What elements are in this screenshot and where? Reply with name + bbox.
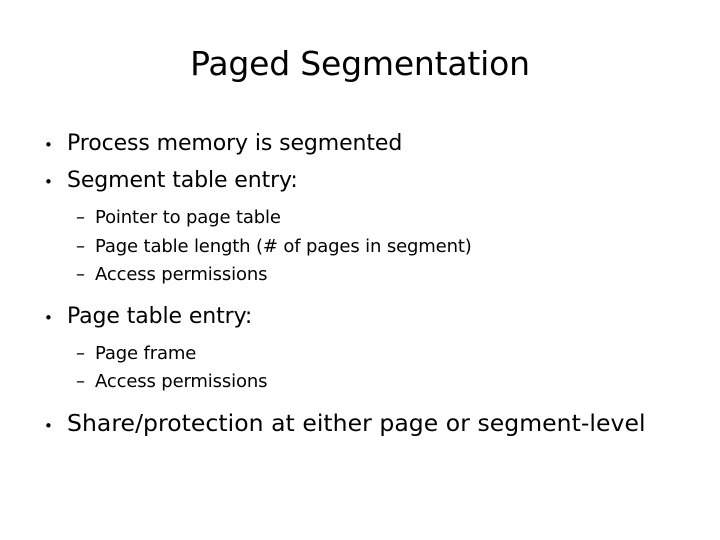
slide-body: • Process memory is segmented • Segment … [0,126,720,444]
bullet-marker-icon: • [44,416,53,435]
bullet-marker-icon: • [44,308,53,327]
dash-marker-icon: – [76,342,85,364]
bullet-text: Share/protection at either page or segme… [67,408,646,437]
sub-bullet-text: Access permissions [95,371,268,392]
dash-marker-icon: – [76,235,85,257]
dash-marker-icon: – [76,371,85,392]
sub-bullet-text: Pointer to page table [95,207,281,228]
bullet-marker-icon: • [44,136,53,154]
sub-bullet-text: Page frame [95,342,197,364]
bullet-item: • Page table entry: [0,299,720,336]
sub-bullet-item: – Access permissions [0,368,720,397]
dash-marker-icon: – [76,207,85,228]
sub-bullet-item: – Pointer to page table [0,204,720,233]
bullet-marker-icon: • [44,173,53,191]
sub-bullet-item: – Access permissions [0,261,720,290]
bullet-text: Page table entry: [67,303,253,329]
bullet-text: Process memory is segmented [67,131,403,156]
slide-title: Paged Segmentation [190,44,530,83]
bullet-item: • Share/protection at either page or seg… [0,405,720,444]
bullet-item: • Process memory is segmented [0,126,720,163]
sub-bullet-text: Access permissions [95,264,268,285]
bullet-text: Segment table entry: [67,168,298,193]
dash-marker-icon: – [76,264,85,285]
sub-bullet-item: – Page frame [0,340,720,369]
sub-bullet-item: – Page table length (# of pages in segme… [0,233,720,262]
sub-bullet-text: Page table length (# of pages in segment… [95,235,472,257]
bullet-item: • Segment table entry: [0,163,720,200]
